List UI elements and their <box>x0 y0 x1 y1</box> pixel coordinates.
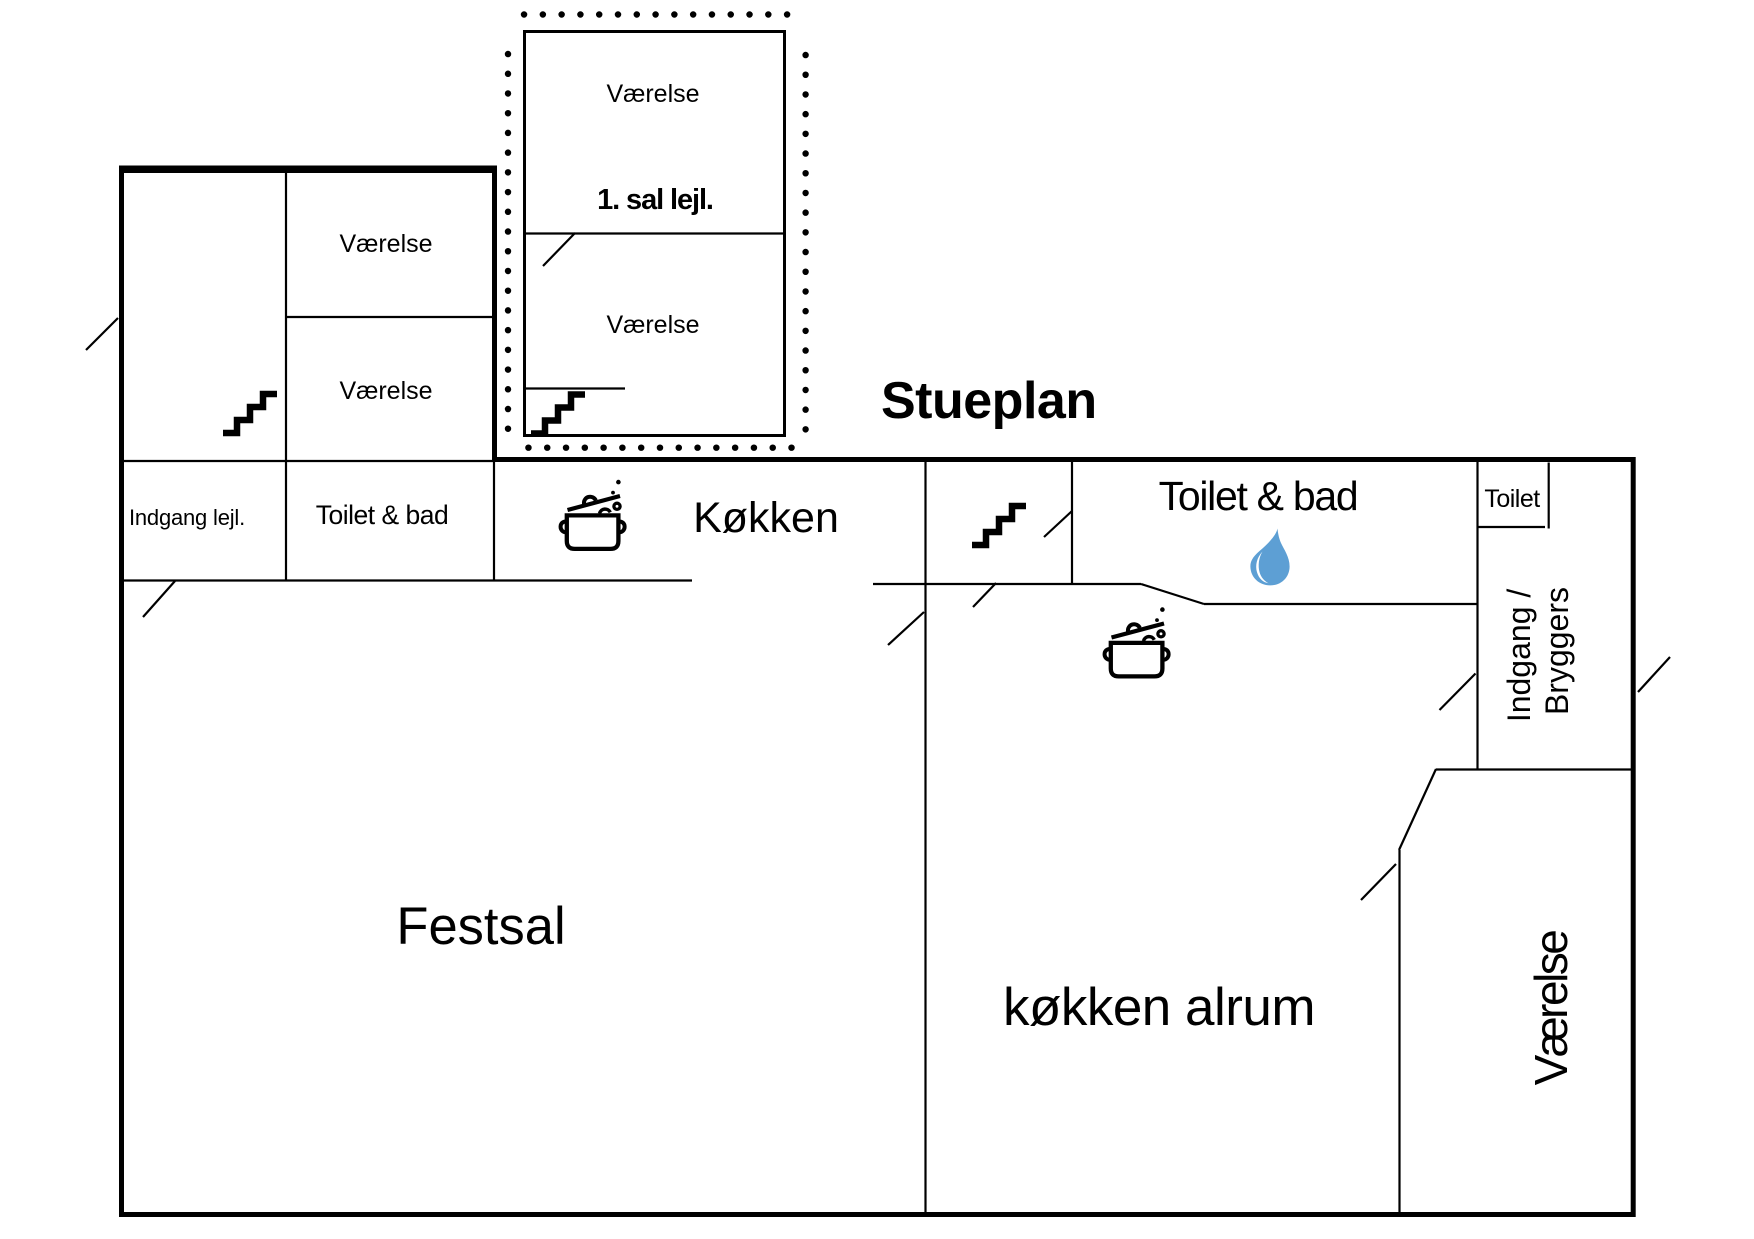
svg-text:1. sal lejl.: 1. sal lejl. <box>597 184 713 216</box>
svg-text:Toilet & bad: Toilet & bad <box>1159 473 1358 519</box>
svg-text:Værelse: Værelse <box>606 311 699 339</box>
svg-text:Indgang / Bryggers: Indgang / Bryggers <box>1501 580 1575 722</box>
svg-text:Værelse: Værelse <box>339 377 432 405</box>
svg-text:Køkken: Køkken <box>693 494 839 542</box>
svg-text:køkken alrum: køkken alrum <box>1003 978 1315 1037</box>
svg-text:Toilet: Toilet <box>1484 485 1540 513</box>
svg-text:Stueplan: Stueplan <box>881 372 1097 430</box>
svg-text:Værelse: Værelse <box>1525 931 1577 1086</box>
svg-text:Værelse: Værelse <box>339 230 432 258</box>
svg-text:Festsal: Festsal <box>396 897 565 956</box>
svg-text:Værelse: Værelse <box>606 80 699 108</box>
svg-text:Toilet & bad: Toilet & bad <box>316 500 448 530</box>
svg-text:Indgang lejl.: Indgang lejl. <box>129 505 245 530</box>
